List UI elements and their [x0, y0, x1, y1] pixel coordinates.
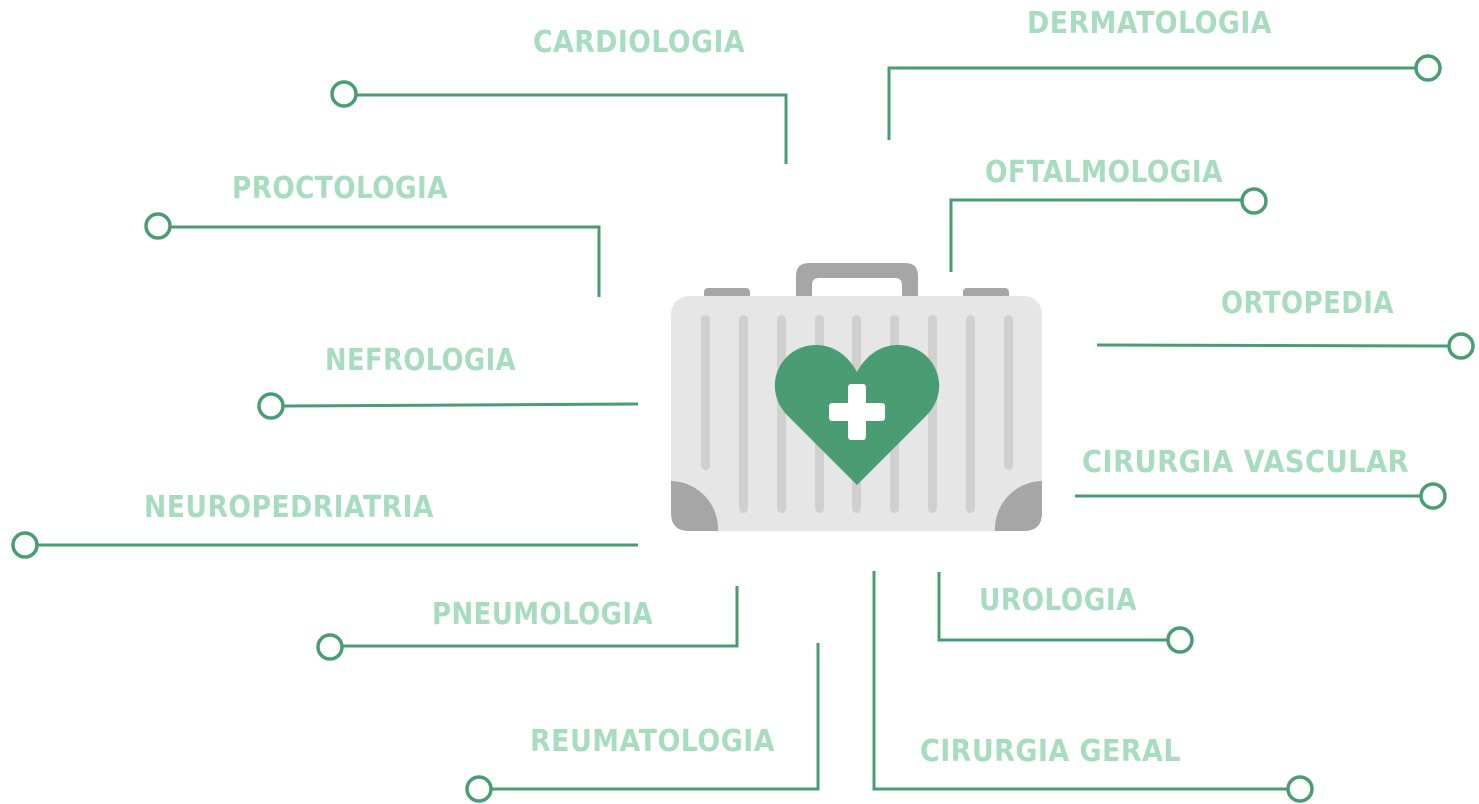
node-nefrologia	[257, 392, 285, 420]
node-cirurgia-vascular	[1419, 482, 1447, 510]
label-reumatologia: REUMATOLOGIA	[530, 724, 775, 759]
connector-reumatologia	[492, 643, 820, 791]
connector-urologia	[937, 572, 1167, 642]
connectors	[11, 54, 1475, 803]
label-pneumologia: PNEUMOLOGIA	[432, 597, 653, 632]
label-cirurgia-geral: CIRURGIA GERAL	[920, 734, 1181, 769]
node-oftalmologia	[1240, 187, 1268, 215]
connector-oftalmologia	[949, 198, 1241, 272]
connector-nefrologia	[283, 402, 639, 408]
connector-dermatologia	[887, 66, 1415, 140]
node-neuropediatria	[11, 531, 39, 559]
connector-pneumologia	[343, 586, 739, 648]
label-dermatologia: DERMATOLOGIA	[1027, 6, 1272, 41]
node-urologia	[1166, 626, 1194, 654]
node-cirurgia-geral	[1286, 775, 1314, 803]
connector-cirurgia-geral	[872, 571, 1287, 791]
node-proctologia	[144, 212, 172, 240]
label-cardiologia: CARDIOLOGIA	[533, 25, 745, 60]
connector-cardiologia	[357, 93, 788, 164]
label-proctologia: PROCTOLOGIA	[232, 171, 448, 206]
node-ortopedia	[1447, 332, 1475, 360]
node-pneumologia	[316, 633, 344, 661]
label-neuropediatria: NEUROPEDRIATRIA	[144, 490, 434, 525]
label-nefrologia: NEFROLOGIA	[325, 343, 516, 378]
label-ortopedia: ORTOPEDIA	[1221, 286, 1394, 321]
medical-suitcase-icon	[671, 263, 1042, 531]
node-reumatologia	[465, 775, 493, 803]
label-oftalmologia: OFTALMOLOGIA	[985, 155, 1223, 190]
label-cirurgia-vascular: CIRURGIA VASCULAR	[1082, 445, 1409, 480]
labels: CARDIOLOGIA DERMATOLOGIA PROCTOLOGIA OFT…	[144, 6, 1409, 769]
connector-ortopedia	[1096, 343, 1449, 348]
cross-icon	[829, 384, 885, 440]
node-cardiologia	[330, 80, 358, 108]
label-urologia: UROLOGIA	[979, 583, 1137, 618]
node-dermatologia	[1414, 54, 1442, 82]
connector-proctologia	[171, 225, 601, 297]
